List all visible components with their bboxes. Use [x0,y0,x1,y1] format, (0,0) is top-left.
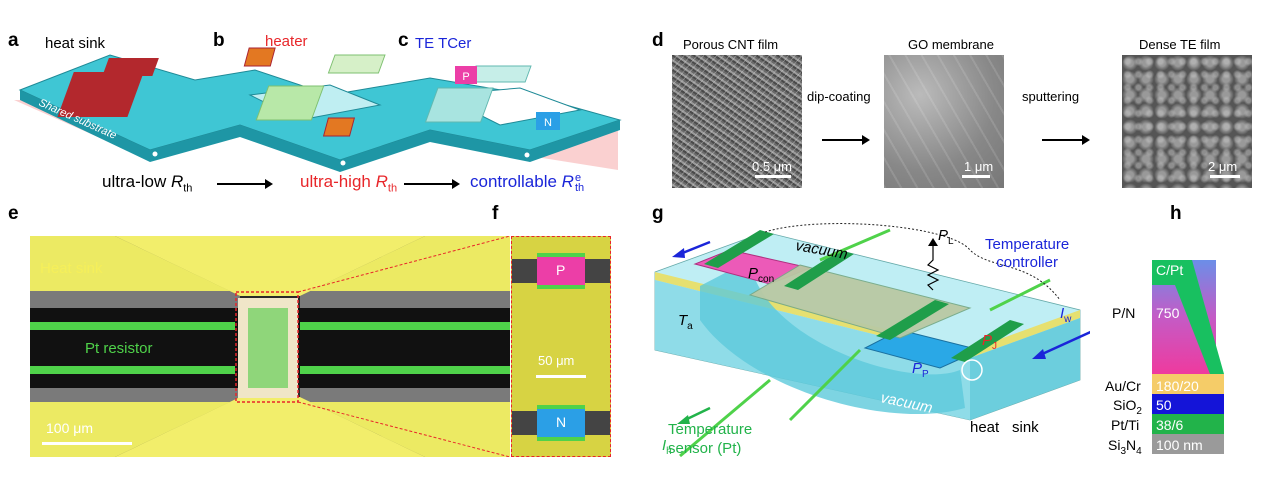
cnt-sem-image: 0.5 μm [672,55,802,188]
c-pt-label: C/Pt [1156,262,1184,278]
temperature-controller-label: Temperature controller [985,236,1069,272]
sio2-label: SiO2 [1113,397,1142,417]
go-sem-image: 1 μm [884,55,1004,188]
arrow-icon [217,179,273,189]
controllable-text: controllable [470,172,562,191]
sio2-value: 50 [1156,397,1172,413]
scale-label: 1 μm [964,159,994,174]
micrograph-e: Heat sink Pt resistor 100 μm [30,236,510,457]
go-membrane-title: GO membrane [908,37,994,52]
arrow-icon [822,135,870,145]
si-sub: 3 [1120,445,1127,457]
te-tcer-label: TE TCer [415,35,471,52]
pn-label: P/N [1112,305,1136,321]
au-cr-label: Au/Cr [1105,378,1141,394]
panel-label-h: h [1170,203,1182,224]
panel-label-b: b [213,30,225,51]
sputtering-label: sputtering [1022,89,1080,104]
panel-label-d: d [652,30,664,51]
r-symbol: R [375,172,388,191]
scale-label: 2 μm [1208,159,1238,174]
n-text: N [1126,437,1137,453]
t-a-label: Ta [678,312,693,332]
i-h-label: Ih [662,437,672,457]
si-text: Si [1108,437,1121,453]
ultra-high-text: ultra-high [300,172,376,191]
th-sub: th [183,182,193,195]
scale-bar [1210,175,1240,178]
dense-te-title: Dense TE film [1139,37,1221,52]
temperature-sensor-label: Temperature sensor (Pt) [668,420,752,458]
heater-label: heater [265,33,308,50]
temperature-sensor-line2: sensor (Pt) [668,440,742,457]
sink-label-g: sink [1012,419,1039,436]
temperature-controller-line2: controller [996,254,1058,271]
n-sub: 4 [1136,445,1142,457]
heat-sink-e-label: Heat sink [40,260,103,277]
p-con-label: Pcon [748,265,774,285]
scale-label: 0.5 μm [752,159,793,174]
layer-stack-h [1152,260,1224,454]
pt-ti-label: Pt/Ti [1111,417,1140,433]
pt-ti-value: 38/6 [1156,417,1184,433]
scale-bar [755,175,791,178]
micrograph-f: P N 50 μm [511,236,611,457]
scale-bar [536,375,586,378]
temperature-sensor-line1: Temperature [668,421,753,438]
c-n-label: N [544,117,552,129]
p-j-label: PJ [982,332,997,352]
th-sub: th [574,181,585,194]
pn-value: 750 [1156,305,1180,321]
ultra-high-label: ultra-high Rth [300,172,397,194]
th-sub: th [387,182,398,195]
dense-sem-image: 2 μm [1122,55,1252,188]
panel-label-c: c [398,30,409,51]
p-l-label: PL [938,227,954,247]
panel-label-g: g [652,203,664,224]
arrow-icon [404,179,460,189]
si3n4-value: 100 nm [1156,437,1203,453]
pt-resistor-label: Pt resistor [85,340,153,357]
scale-label: 50 μm [538,353,575,368]
device-schematic-g: vacuum vacuum heat sink Pcon PL PJ PP Ta… [654,223,1090,458]
p-p-label: PP [912,360,929,380]
sio2-text: SiO [1113,397,1137,413]
scale-bar [962,175,990,178]
sio2-sub: 2 [1136,405,1142,417]
r-symbol: R [170,172,184,191]
panel-label-e: e [8,203,19,224]
f-p-label: P [556,262,566,278]
si3n4-label: Si3N4 [1108,437,1142,457]
r-symbol: R [561,172,574,191]
scale-label: 100 μm [46,420,93,436]
arrow-icon [1042,135,1090,145]
c-p-label: P [462,71,469,83]
dip-coating-label: dip-coating [807,89,871,104]
abc-schematic: P N Shared substrate heat sink heater TE… [14,33,622,172]
f-n-label: N [556,414,567,430]
heat-sink-label: heat sink [45,35,106,52]
temperature-controller-line1: Temperature [985,236,1070,253]
scale-bar [42,442,132,445]
heat-label-g: heat [970,419,1000,436]
porous-cnt-title: Porous CNT film [683,37,779,52]
ultra-low-text: ultra-low [102,172,171,191]
i-w-label: Iw [1060,305,1072,325]
panel-label-f: f [492,203,499,224]
ultra-low-label: ultra-low Rth [102,172,192,194]
panel-label-a: a [8,30,19,51]
au-cr-value: 180/20 [1156,378,1199,394]
e-sup: e [574,171,582,184]
